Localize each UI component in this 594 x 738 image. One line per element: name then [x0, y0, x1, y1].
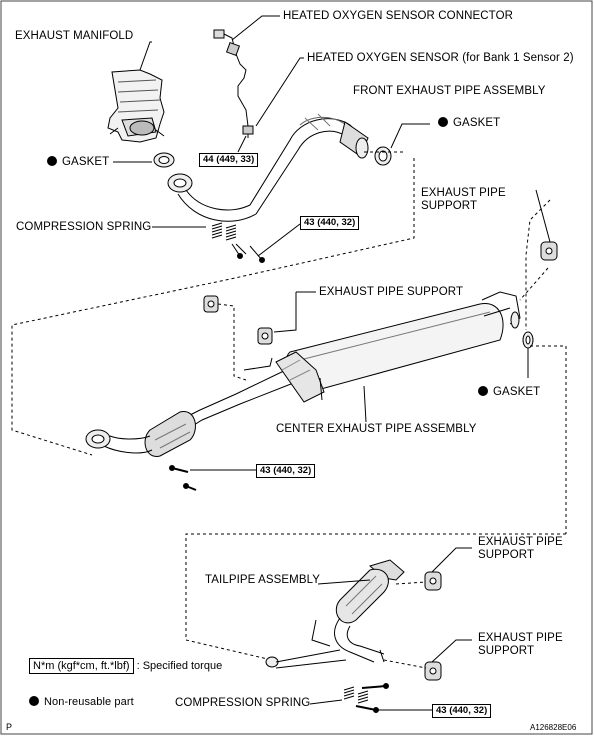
gasket-left-text: GASKET — [62, 156, 110, 168]
non-reusable-dot-icon — [438, 117, 448, 127]
non-reusable-dot-icon — [478, 386, 488, 396]
label-exhaust-pipe-support-4: EXHAUST PIPE SUPPORT — [478, 632, 563, 657]
label-heated-oxygen-sensor-connector: HEATED OXYGEN SENSOR CONNECTOR — [283, 10, 514, 22]
compression-spring-top-drawing — [211, 222, 265, 263]
label-exhaust-pipe-support-1: EXHAUST PIPE SUPPORT — [421, 187, 506, 212]
gasket-top-right-text: GASKET — [453, 117, 501, 129]
label-gasket-top-right: GASKET — [438, 117, 500, 130]
torque-front-pipe: 43 (440, 32) — [300, 216, 360, 230]
non-reusable-dot-icon — [47, 156, 57, 166]
label-exhaust-pipe-support-3: EXHAUST PIPE SUPPORT — [478, 536, 563, 561]
legend-torque-desc: : Specified torque — [136, 660, 223, 672]
legend-non-reusable: Non-reusable part — [29, 696, 134, 709]
legend-torque: N*m (kgf*cm, ft.*lbf): Specified torque — [29, 656, 222, 674]
corner-left-marker: P — [6, 722, 13, 732]
exhaust-manifold-drawing — [107, 41, 165, 143]
label-exhaust-manifold: EXHAUST MANIFOLD — [15, 30, 134, 42]
tailpipe-assembly-drawing — [265, 559, 405, 669]
label-gasket-left: GASKET — [47, 156, 109, 169]
legend-torque-unit: N*m (kgf*cm, ft.*lbf) — [29, 658, 134, 674]
gasket-middle-text: GASKET — [493, 386, 541, 398]
torque-center-pipe: 43 (440, 32) — [256, 464, 316, 478]
oxygen-sensor-drawing — [213, 15, 304, 138]
label-compression-spring-top: COMPRESSION SPRING — [16, 221, 152, 233]
exhaust-pipe-support-bottom — [383, 547, 472, 681]
front-exhaust-pipe-drawing — [167, 113, 369, 222]
label-center-exhaust-pipe-assembly: CENTER EXHAUST PIPE ASSEMBLY — [276, 423, 477, 435]
non-reusable-dot-icon — [29, 696, 39, 706]
compression-spring-bottom-drawing — [309, 683, 432, 713]
corner-figure-id: A126828E06 — [530, 723, 577, 732]
label-heated-oxygen-sensor: HEATED OXYGEN SENSOR (for Bank 1 Sensor … — [307, 52, 574, 64]
label-exhaust-pipe-support-2: EXHAUST PIPE SUPPORT — [319, 286, 464, 298]
center-exhaust-pipe-drawing — [85, 291, 521, 457]
label-compression-spring-bottom: COMPRESSION SPRING — [175, 697, 311, 709]
label-gasket-middle: GASKET — [478, 386, 540, 399]
exhaust-pipe-support-middle — [203, 291, 316, 381]
torque-sensor: 44 (449, 33) — [199, 153, 259, 167]
exhaust-pipe-support-top — [535, 189, 558, 261]
label-front-exhaust-pipe-assembly: FRONT EXHAUST PIPE ASSEMBLY — [353, 85, 546, 97]
torque-tailpipe: 43 (440, 32) — [432, 704, 492, 718]
legend-non-reusable-text: Non-reusable part — [44, 696, 134, 708]
label-tailpipe-assembly: TAILPIPE ASSEMBLY — [205, 574, 321, 586]
